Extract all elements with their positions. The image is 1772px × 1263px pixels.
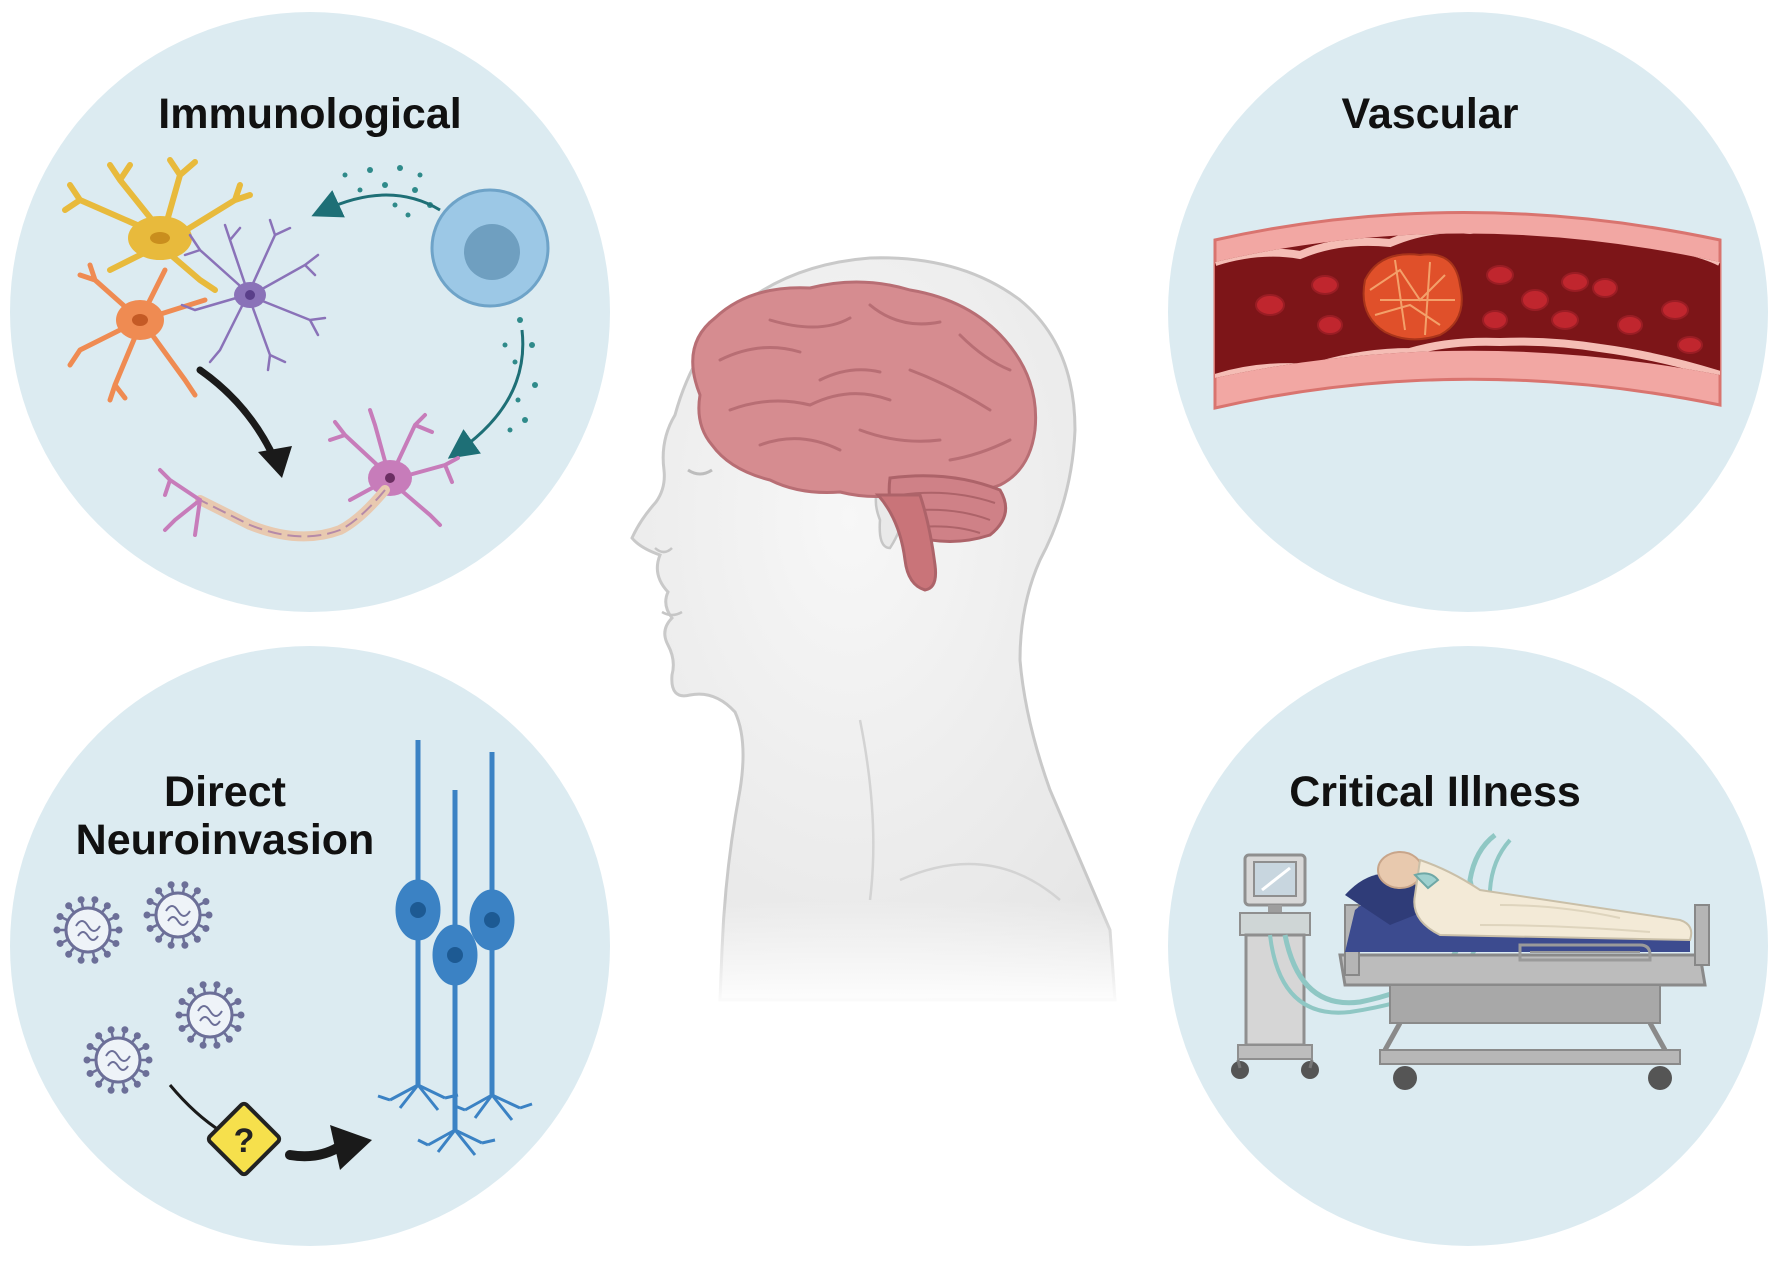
title-vascular: Vascular xyxy=(1341,90,1519,138)
arrow-icon-head xyxy=(258,446,292,478)
microglia-icon xyxy=(180,218,327,372)
virus-icon xyxy=(53,881,245,1094)
virus-particle xyxy=(53,896,123,964)
question-glyph: ? xyxy=(234,1122,255,1160)
question-warning-icon: ? xyxy=(206,1101,282,1177)
immune-cell-icon xyxy=(430,188,550,308)
critical-art xyxy=(1231,833,1710,1090)
virus-particle xyxy=(83,1026,153,1094)
panel-direct-circle xyxy=(10,646,610,1246)
head-closed-eye xyxy=(687,468,713,476)
virus-particle xyxy=(175,981,245,1049)
shoulder-line xyxy=(899,862,1061,901)
neuron-orange-icon xyxy=(67,262,208,403)
red-blood-cells xyxy=(1255,265,1703,354)
pyramidal-neuron-1 xyxy=(377,740,459,1111)
blood-clot-icon xyxy=(1362,253,1463,341)
oligodendrocyte-icon xyxy=(328,408,460,527)
pyramidal-neuron-2 xyxy=(417,790,496,1156)
arrow-immune-to-oligo xyxy=(447,329,525,459)
title-direct-neuroinvasion: Direct Neuroinvasion xyxy=(30,768,420,864)
astrocyte-icon xyxy=(62,157,253,293)
arrow-immune-to-glia xyxy=(311,190,441,218)
axon-terminal xyxy=(158,468,202,537)
pyramidal-neuron-3 xyxy=(454,752,533,1121)
immunological-art xyxy=(62,157,550,542)
title-direct-line2: Neuroinvasion xyxy=(75,816,375,864)
arrow-icon xyxy=(196,366,279,464)
title-direct-line1: Direct xyxy=(164,768,286,816)
ventilator-icon xyxy=(1231,853,1319,1079)
pyramidal-neurons xyxy=(377,740,533,1156)
panel-immunological-circle xyxy=(10,12,610,612)
brain-icon xyxy=(691,280,1038,592)
direct-art: ? xyxy=(53,740,533,1177)
head-lips xyxy=(661,610,683,617)
title-immunological: Immunological xyxy=(158,90,462,138)
head-nostril xyxy=(654,547,673,554)
patient-icon xyxy=(1377,851,1693,942)
head-illustration xyxy=(630,256,1130,1010)
head-fade xyxy=(660,900,1130,1010)
vessel-lumen xyxy=(1215,233,1720,378)
virus-particle xyxy=(143,881,213,949)
neck-line xyxy=(858,719,875,901)
title-critical-illness: Critical Illness xyxy=(1289,768,1581,816)
vascular-art xyxy=(1213,211,1722,410)
